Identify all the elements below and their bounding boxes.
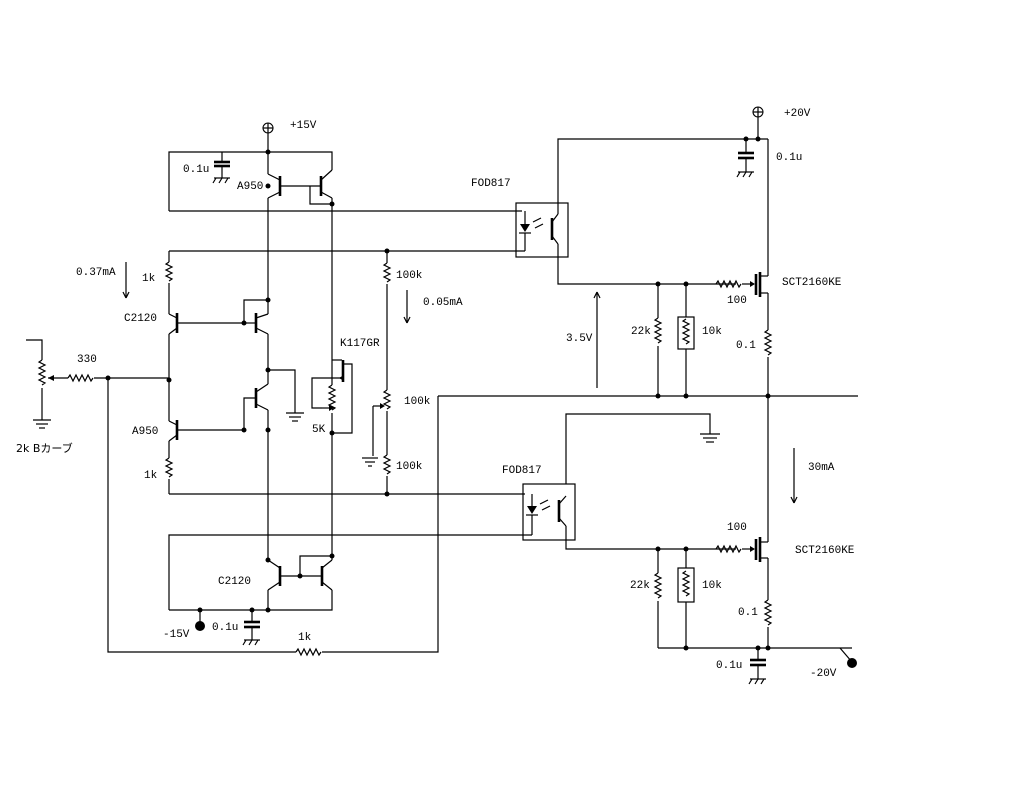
label-01-bottom: 0.1 (738, 607, 758, 619)
resistor-100k-mid-icon (372, 389, 392, 456)
resistor-330-icon (67, 373, 169, 383)
ground-center-icon (286, 412, 304, 422)
pos15-supply-icon (262, 122, 274, 152)
capacitor-top-right-icon (736, 139, 754, 178)
label-k117gr: K117GR (340, 338, 380, 350)
label-01-top: 0.1 (736, 340, 756, 352)
resistor-1k-bottom-icon (164, 457, 174, 494)
resistor-22k-top-icon (653, 284, 663, 396)
label-1k-top: 1k (142, 273, 156, 285)
resistor-10k-top-icon (677, 284, 695, 396)
label-cap-top-left: 0.1u (183, 164, 209, 176)
arrow-30ma-icon (790, 448, 798, 504)
label-100k-bottom: 100k (396, 461, 423, 473)
label-10k-bottom: 10k (702, 580, 722, 592)
label-opto-top: FOD817 (471, 178, 511, 190)
label-neg15v: -15V (163, 629, 190, 641)
capacitor-top-left-icon (212, 160, 230, 184)
neg15-supply-icon (195, 610, 205, 631)
label-neg20v: -20V (810, 668, 837, 680)
optocoupler-top-icon (515, 202, 569, 258)
label-cap-top-right: 0.1u (776, 152, 802, 164)
pos20-supply-icon (752, 106, 764, 139)
mosfet-top-icon (715, 272, 769, 330)
label-fet-bottom: SCT2160KE (795, 545, 855, 557)
optocoupler-bottom-icon (522, 483, 576, 541)
label-cap-bottom-left: 0.1u (212, 622, 238, 634)
arrow-037ma-icon (122, 262, 130, 299)
resistor-100k-top-icon (382, 251, 392, 390)
resistor-01-top-icon (763, 329, 773, 396)
label-22k-bottom: 22k (630, 580, 650, 592)
label-005ma: 0.05mA (423, 297, 463, 309)
label-30ma: 30mA (808, 462, 835, 474)
label-1k-feedback: 1k (298, 632, 312, 644)
top-left-loop (168, 151, 333, 211)
label-opto-bottom: FOD817 (502, 465, 542, 477)
label-c2120-bottom: C2120 (218, 576, 251, 588)
label-pot-2k: 2k Bカーブ (16, 441, 73, 455)
label-a950-top: A950 (237, 181, 263, 193)
label-pos15v: +15V (290, 120, 317, 132)
label-10k-top: 10k (702, 326, 722, 338)
resistor-100k-bottom-icon (382, 454, 392, 494)
capacitor-bottom-left-icon (242, 610, 260, 646)
label-100k-top: 100k (396, 270, 423, 282)
jfet-k117gr-icon (311, 359, 353, 409)
label-pos20v: +20V (784, 108, 811, 120)
transistor-pair-c2120-icon (243, 299, 269, 370)
label-cap-bottom-right: 0.1u (716, 660, 742, 672)
label-037ma: 0.37mA (76, 267, 116, 279)
transistor-mid-icon (243, 370, 269, 560)
ground-divider-icon (362, 457, 378, 467)
label-35v: 3.5V (566, 333, 593, 345)
label-22k-top: 22k (631, 326, 651, 338)
label-c2120-top: C2120 (124, 313, 157, 325)
potentiometer-2k-icon (26, 339, 68, 429)
transistor-a950-top-icon (267, 152, 333, 385)
resistor-22k-bottom-icon (653, 549, 663, 648)
label-fet-top: SCT2160KE (782, 277, 842, 289)
label-100-bottom: 100 (727, 522, 747, 534)
resistor-10k-bottom-icon (677, 549, 695, 648)
label-330: 330 (77, 354, 97, 366)
mosfet-bottom-icon (715, 537, 769, 600)
ground-mid-right-icon (565, 413, 720, 484)
label-a950-bottom: A950 (132, 426, 158, 438)
transistor-c2120-top-icon (168, 313, 244, 421)
transistor-a950-bottom-icon (168, 420, 244, 458)
label-100k-mid: 100k (404, 396, 431, 408)
label-1k-bottom: 1k (144, 470, 158, 482)
resistor-1k-top-icon (164, 251, 174, 314)
capacitor-bottom-right-icon (748, 648, 766, 685)
label-100-top: 100 (727, 295, 747, 307)
neg20-supply-icon (839, 647, 857, 668)
arrow-35v-icon (593, 291, 601, 388)
label-5k: 5K (312, 424, 326, 436)
resistor-01-bottom-icon (763, 599, 773, 648)
resistor-1k-feedback-icon (295, 396, 439, 657)
trimmer-5k-icon (322, 384, 353, 434)
arrow-005ma-icon (403, 290, 411, 324)
